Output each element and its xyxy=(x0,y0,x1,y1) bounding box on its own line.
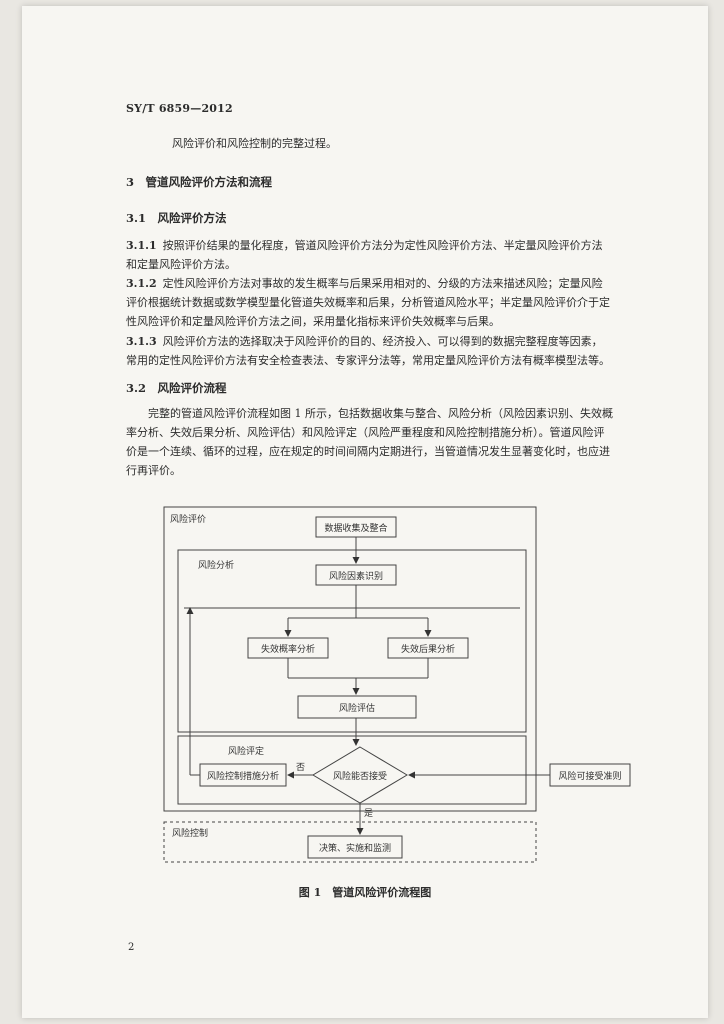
control-frame xyxy=(163,821,537,863)
factor-id-box xyxy=(315,564,397,586)
para-line: 和定量风险评价方法。 xyxy=(126,258,236,271)
intro-line: 风险评价和风险控制的完整过程。 xyxy=(172,137,337,150)
no-label: 否 xyxy=(296,762,305,773)
para-line: 性风险评价和定量风险评价方法之间，采用量化指标来评价失效概率与后果。 xyxy=(126,315,500,328)
para-3-1-2: 3.1.2 定性风险评价方法对事故的发生概率与后果采用相对的、分级的方法来描述风险… xyxy=(126,274,610,331)
figure-caption: 图 1 管道风险评价流程图 xyxy=(298,886,432,899)
measure-text: 风险控制措施分析 xyxy=(207,770,279,782)
para-number: 3.1.1 xyxy=(126,239,157,252)
analysis-frame xyxy=(177,549,527,733)
para-line: 定性风险评价方法对事故的发生概率与后果采用相对的、分级的方法来描述风险；定量风险 xyxy=(162,277,603,290)
factor-id-text: 风险因素识别 xyxy=(329,570,383,582)
data-collect-box xyxy=(315,516,397,538)
para-line: 率分析、失效后果分析、风险评估）和风险评定（风险严重程度和风险控制措施分析）。管… xyxy=(126,426,605,439)
para-line: 常用的定性风险评价方法有安全检查表法、专家评分法等，常用定量风险评价方法有概率模… xyxy=(126,354,610,367)
prob-analysis-text: 失效概率分析 xyxy=(261,643,315,655)
section-3-2-title: 3.2 风险评价流程 xyxy=(126,381,227,395)
document-page: SY/T 6859—2012 风险评价和风险控制的完整过程。 3 管道风险评价方… xyxy=(22,6,708,1018)
decision-text: 风险能否接受 xyxy=(333,770,387,782)
page-number: 2 xyxy=(128,942,135,953)
implement-box xyxy=(307,835,403,859)
para-line: 按照评价结果的量化程度，管道风险评价方法分为定性风险评价方法、半定量风险评价方法 xyxy=(162,239,603,252)
decision-diamond xyxy=(312,746,408,804)
para-3-1-3: 3.1.3 风险评价方法的选择取决于风险评价的目的、经济投入、可以得到的数据完整程… xyxy=(126,332,610,370)
outer-label: 风险评价 xyxy=(170,513,206,525)
risk-assess-text: 风险评估 xyxy=(339,702,375,714)
para-number: 3.1.3 xyxy=(126,335,157,348)
yes-label: 是 xyxy=(364,808,373,819)
eval-label: 风险评定 xyxy=(228,745,264,757)
criteria-box xyxy=(549,763,631,787)
section-3-title: 3 管道风险评价方法和流程 xyxy=(126,175,273,189)
para-number: 3.1.2 xyxy=(126,277,157,290)
para-line: 行再评价。 xyxy=(126,464,181,477)
para-line: 风险评价方法的选择取决于风险评价的目的、经济投入、可以得到的数据完整程度等因素， xyxy=(162,335,603,348)
para-line: 评价根据统计数据或数学模型量化管道失效概率和后果，分析管道风险水平；半定量风险评… xyxy=(126,296,610,309)
para-line: 完整的管道风险评价流程如图 1 所示，包括数据收集与整合、风险分析（风险因素识别… xyxy=(148,407,613,420)
assessment-frame xyxy=(163,506,537,812)
control-label: 风险控制 xyxy=(172,827,208,839)
cons-analysis-text: 失效后果分析 xyxy=(401,643,455,655)
para-3-1-1: 3.1.1 按照评价结果的量化程度，管道风险评价方法分为定性风险评价方法、半定量风… xyxy=(126,236,603,274)
prob-analysis-box xyxy=(247,637,329,659)
evaluation-frame xyxy=(177,735,527,805)
cons-analysis-box xyxy=(387,637,469,659)
para-line: 价是一个连续、循环的过程，应在规定的时间间隔内定期进行，当管道情况发生显著变化时… xyxy=(126,445,610,458)
data-collect-text: 数据收集及整合 xyxy=(324,522,387,534)
section-3-1-title: 3.1 风险评价方法 xyxy=(126,211,227,225)
criteria-text: 风险可接受准则 xyxy=(558,770,621,782)
standard-code: SY/T 6859—2012 xyxy=(126,102,233,115)
implement-text: 决策、实施和监测 xyxy=(319,842,391,854)
analysis-label: 风险分析 xyxy=(198,559,234,571)
para-3-2: 完整的管道风险评价流程如图 1 所示，包括数据收集与整合、风险分析（风险因素识别… xyxy=(126,404,613,480)
measure-box xyxy=(199,763,287,787)
risk-assess-box xyxy=(297,695,417,719)
flowchart: 风险评价 风险分析 风险评定 风险控制 数据收集及整合 风险因素识别 失效概率分… xyxy=(163,506,631,863)
